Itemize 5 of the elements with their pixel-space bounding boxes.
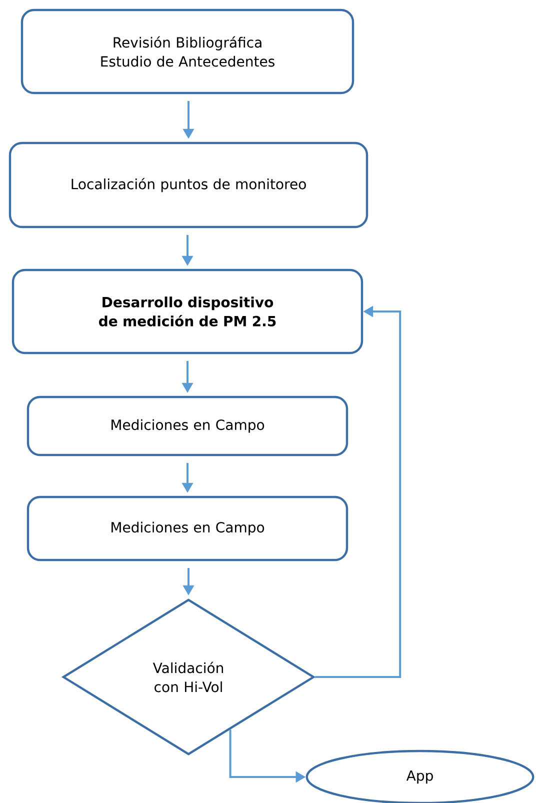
- process-box: Localización puntos de monitoreo: [8, 142, 368, 228]
- process-box: Desarrollo dispositivo de medición de PM 2.5: [12, 268, 364, 354]
- process-box: Mediciones en Campo: [26, 396, 348, 456]
- process-box: Revisión Bibliográfica Estudio de Antecedentes: [20, 8, 354, 94]
- process-box: Mediciones en Campo: [26, 496, 348, 562]
